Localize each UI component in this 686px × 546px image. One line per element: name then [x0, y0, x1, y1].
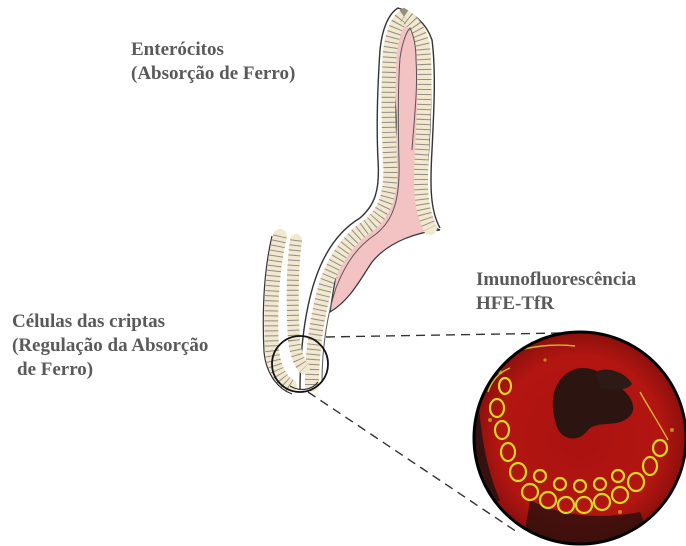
- intestinal-villus: [300, 8, 440, 390]
- immunofluorescence-label: Imunofluorescência HFE-TfR: [476, 268, 636, 316]
- crypt-cells-label-title: Células das criptas: [12, 310, 208, 334]
- enterocytes-label: Enterócitos (Absorção de Ferro): [131, 38, 295, 86]
- crypt-cells-label: Células das criptas (Regulação da Absorç…: [12, 310, 208, 382]
- enterocytes-label-function: (Absorção de Ferro): [131, 62, 295, 86]
- enterocytes-label-title: Enterócitos: [131, 38, 295, 62]
- crypt-cells-label-function-cont: de Ferro): [12, 358, 208, 382]
- immunofluorescence-label-title: Imunofluorescência: [476, 268, 636, 292]
- immunofluorescence-micrograph: [470, 330, 686, 546]
- immunofluorescence-label-marker: HFE-TfR: [476, 292, 636, 316]
- zoom-line-upper: [326, 333, 560, 337]
- crypt-cells-label-function: (Regulação da Absorção: [12, 334, 208, 358]
